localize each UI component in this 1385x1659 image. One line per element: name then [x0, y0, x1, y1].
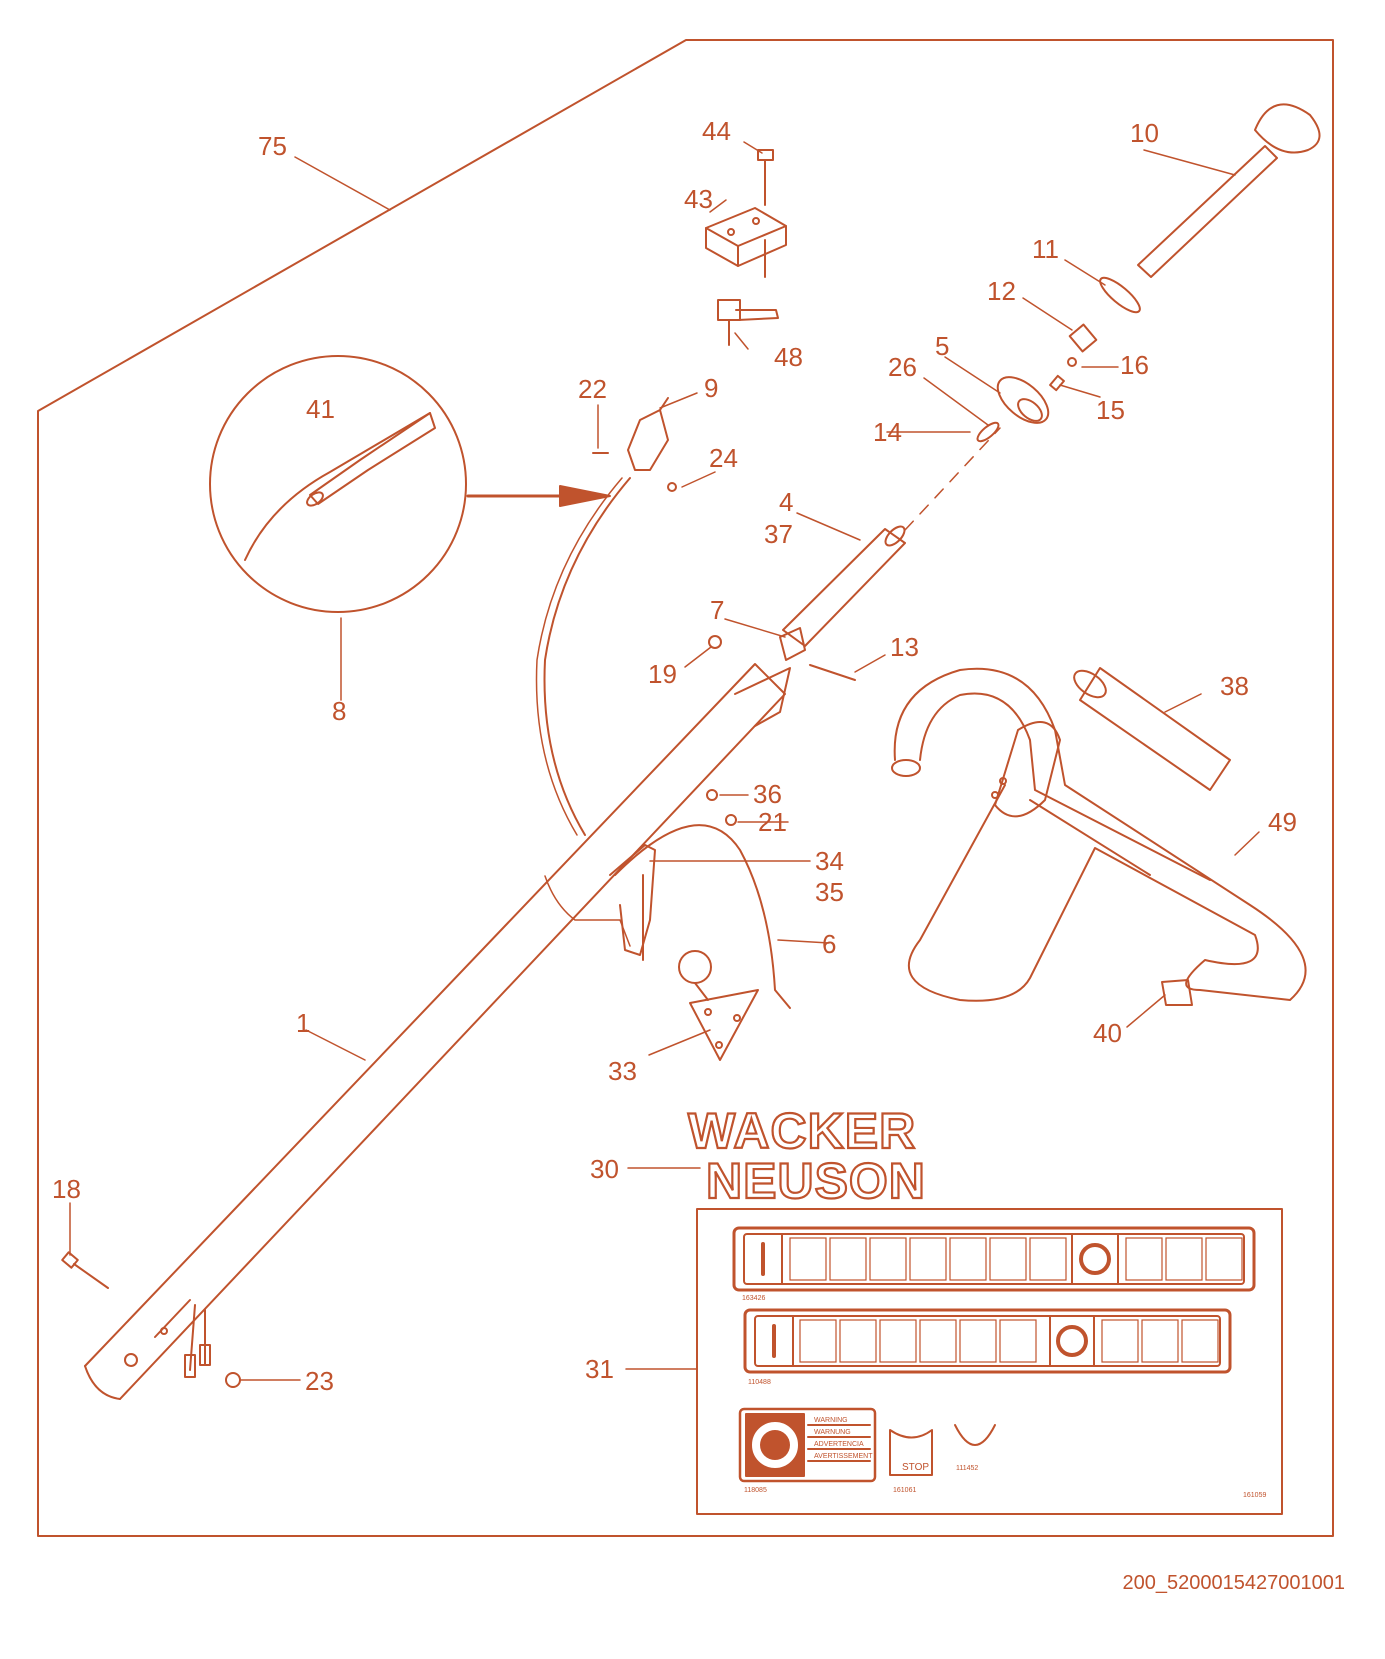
- part-19-screw: [708, 635, 722, 649]
- part-11-washer: [1099, 276, 1141, 314]
- decal-icon-cells: [789, 1237, 1243, 1363]
- callout-19: 19: [648, 659, 677, 689]
- part-9-throttle-lever: [592, 397, 677, 492]
- stop-decal-number: 161061: [893, 1487, 916, 1494]
- callout-48: 48: [774, 342, 803, 372]
- callout-16: 16: [1120, 350, 1149, 380]
- clip-decal-number: 111452: [956, 1465, 978, 1472]
- part-4-inner-tube: [782, 525, 906, 647]
- callout-14: 14: [873, 417, 902, 447]
- callout-31: 31: [585, 1354, 614, 1384]
- callout-43: 43: [684, 184, 713, 214]
- part-33-throttle-plate: [678, 950, 759, 1061]
- warning-line-4: AVERTISSEMENT: [814, 1453, 873, 1460]
- drawing-number: 200_5200015427001001: [1122, 1572, 1345, 1594]
- callout-15: 15: [1096, 395, 1125, 425]
- part-16-ball: [1067, 357, 1077, 367]
- part-49-handle: [891, 667, 1307, 1002]
- wacker-neuson-logo: WACKER NEUSON: [687, 1102, 926, 1210]
- part-48-lever: [717, 299, 779, 346]
- part-15-pin: [1049, 374, 1065, 392]
- callout-13: 13: [890, 632, 919, 662]
- part-7-bracket: [779, 627, 806, 661]
- stop-label: STOP: [902, 1462, 929, 1473]
- logo-line-1: WACKER: [688, 1103, 916, 1159]
- warning-line-3: ADVERTENCIA: [814, 1441, 864, 1448]
- part-36-washer: [706, 789, 718, 801]
- callout-75: 75: [258, 131, 287, 161]
- callout-35: 35: [815, 877, 844, 907]
- callout-12: 12: [987, 276, 1016, 306]
- callout-21: 21: [758, 807, 787, 837]
- diagram-frame: [37, 39, 1334, 1537]
- callout-49: 49: [1268, 807, 1297, 837]
- part-14-o-ring: [976, 421, 1000, 443]
- callout-37: 37: [764, 519, 793, 549]
- part-12-bushing: [1068, 323, 1098, 353]
- callout-1: 1: [296, 1008, 310, 1038]
- callout-34: 34: [815, 846, 844, 876]
- callout-38: 38: [1220, 671, 1249, 701]
- part-13-pin: [809, 664, 856, 681]
- callout-41: 41: [306, 394, 335, 424]
- decal-a-number: 163426: [742, 1295, 765, 1302]
- part-21-nut: [725, 814, 737, 826]
- part-5-cap: [996, 376, 1050, 424]
- part-38-grip: [1073, 667, 1231, 791]
- callout-40: 40: [1093, 1018, 1122, 1048]
- part-10-throttle-rod: [1137, 103, 1321, 278]
- callout-33: 33: [608, 1056, 637, 1086]
- callout-8: 8: [332, 696, 346, 726]
- warning-line-1: WARNING: [814, 1417, 848, 1424]
- logo-line-2: NEUSON: [706, 1153, 926, 1209]
- callout-labels: 75 44 43 48 10 11 12 5 26 16 15 14 22 9 …: [52, 116, 1297, 1396]
- callout-7: 7: [710, 595, 724, 625]
- detail-circle-cable-end: [209, 355, 611, 613]
- callout-30: 30: [590, 1154, 619, 1184]
- callout-6: 6: [822, 929, 836, 959]
- leader-lines: [69, 141, 1260, 1381]
- callout-5: 5: [935, 331, 949, 361]
- callout-26: 26: [888, 352, 917, 382]
- part-1-main-tube: [84, 663, 791, 1400]
- callout-11: 11: [1032, 234, 1059, 264]
- wire-connectors: [184, 1304, 211, 1378]
- callout-10: 10: [1130, 118, 1159, 148]
- callout-4: 4: [779, 487, 793, 517]
- callout-36: 36: [753, 779, 782, 809]
- decal-b-number: 110488: [748, 1379, 771, 1386]
- callout-18: 18: [52, 1174, 81, 1204]
- part-43-clamp-block: [705, 207, 787, 267]
- part-6-bracket-cable: [609, 824, 791, 1009]
- callout-22: 22: [578, 374, 607, 404]
- callout-24: 24: [709, 443, 738, 473]
- part-23-nut: [225, 1372, 241, 1388]
- callout-9: 9: [704, 373, 718, 403]
- callout-23: 23: [305, 1366, 334, 1396]
- part-44-screw: [757, 149, 774, 278]
- part-40-end-cap: [1161, 979, 1193, 1006]
- callout-44: 44: [702, 116, 731, 146]
- warning-decal-number: 118085: [744, 1487, 767, 1494]
- sheet-number: 161059: [1243, 1492, 1266, 1499]
- part-18-bolt: [61, 1251, 109, 1289]
- part-8-throttle-cable: [543, 477, 631, 836]
- warning-line-2: WARNUNG: [814, 1429, 851, 1436]
